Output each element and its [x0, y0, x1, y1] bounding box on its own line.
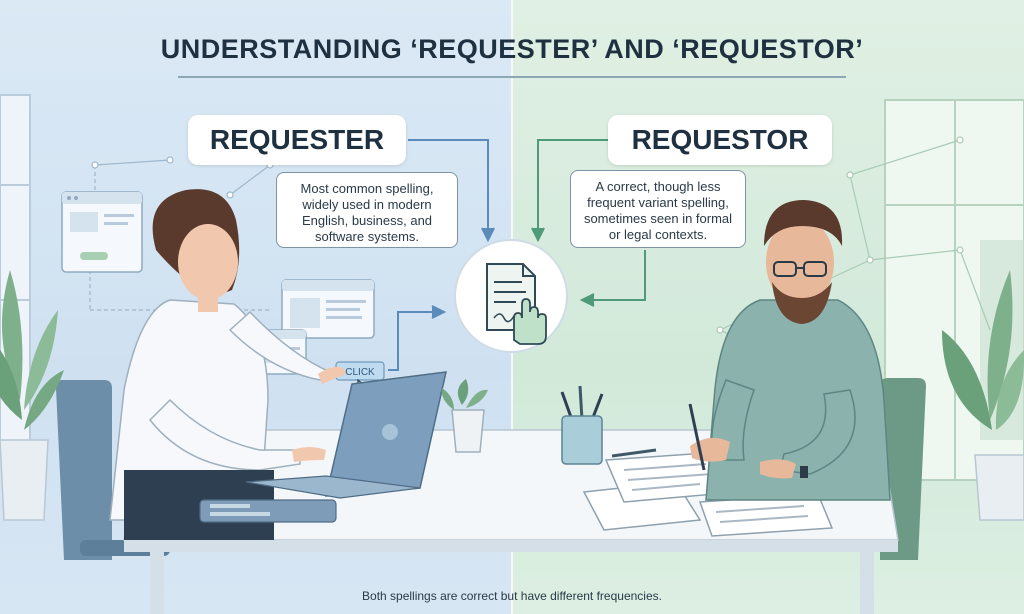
right-plant — [942, 270, 1024, 521]
desk-pen — [611, 448, 657, 458]
page-title: UNDERSTANDING ‘REQUESTER’ AND ‘REQUESTOR… — [160, 34, 864, 64]
click-label: CLICK — [345, 367, 375, 378]
click-connector-arrow — [388, 305, 447, 371]
requester-label: REQUESTER — [188, 115, 406, 165]
laptop — [245, 371, 447, 499]
requestor-label: REQUESTOR — [608, 115, 832, 165]
tablet — [199, 499, 337, 523]
document-hand-icon — [454, 239, 568, 353]
right-return-arrow — [579, 250, 646, 307]
desk-plant — [441, 379, 488, 453]
left-plant — [0, 270, 64, 521]
pen-cup — [560, 385, 604, 465]
title-underline — [178, 76, 846, 78]
footer-note: Both spellings are correct but have diff… — [362, 589, 662, 603]
man-figure — [688, 200, 891, 501]
requestor-description-bubble: A correct, though less frequent variant … — [570, 170, 746, 248]
ui-card-top — [61, 191, 143, 273]
click-button[interactable]: CLICK — [335, 361, 385, 381]
requester-description-bubble: Most common spelling, widely used in mod… — [276, 172, 458, 248]
ui-card-middle — [281, 279, 375, 339]
papers — [582, 451, 834, 537]
right-connector-arrow — [531, 139, 610, 243]
left-connector-arrow — [408, 139, 495, 243]
